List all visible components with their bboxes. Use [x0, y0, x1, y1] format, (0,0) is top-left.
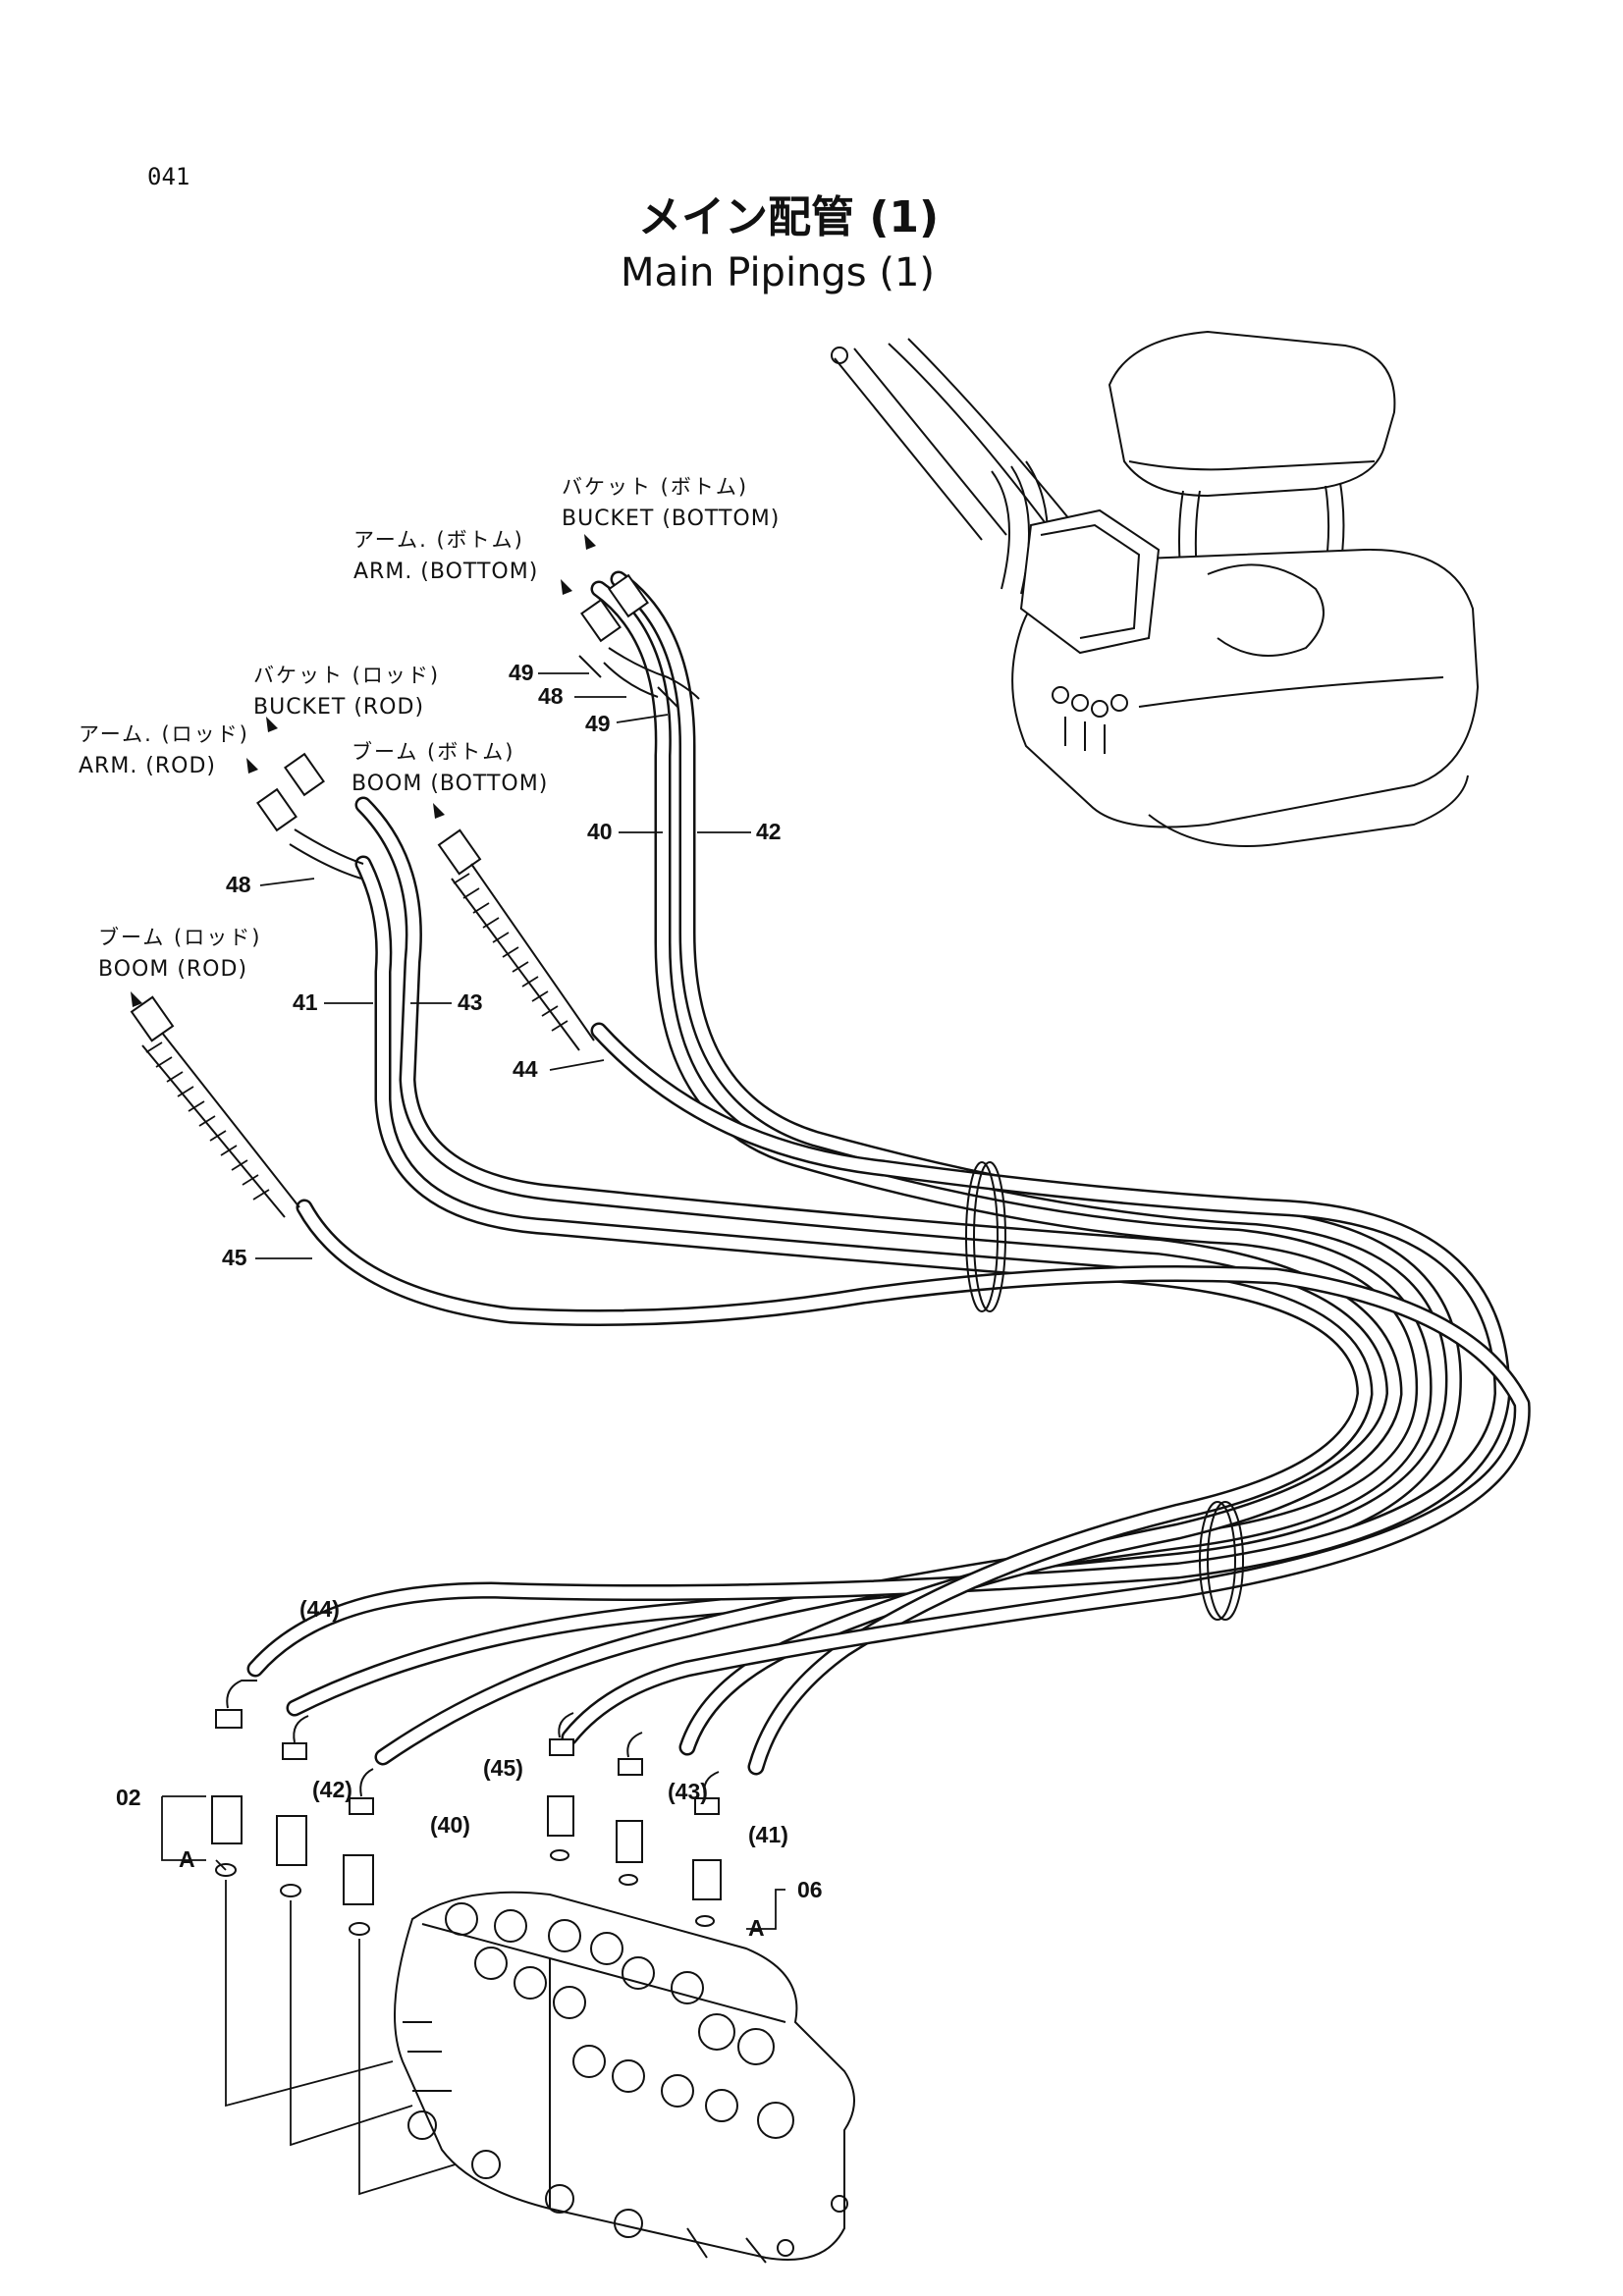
- callout-49-lower: 49: [585, 711, 611, 736]
- page-title-english: Main Pipings (1): [621, 250, 936, 295]
- bucket-rod-arrow: [266, 717, 278, 732]
- bucket-bottom-arrow: [584, 534, 596, 550]
- callout-44-ref: (44): [299, 1596, 340, 1622]
- upper-fittings: [130, 573, 700, 1218]
- callout-48-upper: 48: [538, 683, 564, 709]
- control-valve: [394, 1891, 855, 2264]
- label-bucket-rod-ja: バケット (ロッド): [253, 664, 441, 687]
- boom-bottom-arrow: [433, 803, 445, 819]
- callout-43-ref: (43): [668, 1779, 708, 1804]
- excavator-illustration: [831, 330, 1480, 847]
- label-boom-bottom-en: BOOM (BOTTOM): [352, 772, 549, 796]
- callout-48-mid: 48: [226, 872, 251, 897]
- boom-rod-arrow: [131, 991, 142, 1007]
- label-bucket-bottom-ja: バケット (ボトム): [562, 475, 749, 499]
- callout-41: 41: [293, 989, 318, 1015]
- label-boom-rod-ja: ブーム (ロッド): [98, 926, 262, 949]
- arm-rod-arrow: [246, 758, 258, 774]
- callout-49-upper: 49: [509, 660, 534, 685]
- label-arm-rod-en: ARM. (ROD): [79, 754, 217, 778]
- label-bucket-bottom-en: BUCKET (BOTTOM): [562, 507, 781, 531]
- callout-06: 06: [797, 1877, 823, 1902]
- callout-43: 43: [458, 989, 483, 1015]
- label-bucket-rod-en: BUCKET (ROD): [253, 695, 425, 720]
- label-boom-bottom-ja: ブーム (ボトム): [352, 740, 515, 764]
- callout-02: 02: [116, 1785, 141, 1810]
- callout-40: 40: [587, 819, 613, 844]
- label-arm-bottom-ja: アーム. (ボトム): [353, 528, 524, 552]
- callout-45-ref: (45): [483, 1755, 523, 1781]
- callout-ref-a-left: A: [179, 1846, 195, 1872]
- callout-45: 45: [222, 1245, 247, 1270]
- label-arm-bottom-en: ARM. (BOTTOM): [353, 560, 539, 584]
- callout-42: 42: [756, 819, 782, 844]
- callout-41-ref: (41): [748, 1822, 788, 1847]
- label-arm-rod-ja: アーム. (ロッド): [79, 722, 249, 746]
- page-number: 041: [147, 163, 190, 190]
- hose-bundle: [246, 570, 1531, 1776]
- leader-lines: [255, 672, 751, 1259]
- callout-42-ref: (42): [312, 1777, 352, 1802]
- page-title-japanese: メイン配管 (1): [638, 192, 940, 242]
- arm-bottom-arrow: [561, 579, 572, 595]
- callout-ref-a-right: A: [748, 1915, 765, 1941]
- callout-40-ref: (40): [430, 1812, 470, 1838]
- port-arrows: [131, 534, 596, 1007]
- label-boom-rod-en: BOOM (ROD): [98, 957, 248, 982]
- lower-fittings: [161, 1680, 785, 2196]
- callout-44: 44: [513, 1056, 538, 1082]
